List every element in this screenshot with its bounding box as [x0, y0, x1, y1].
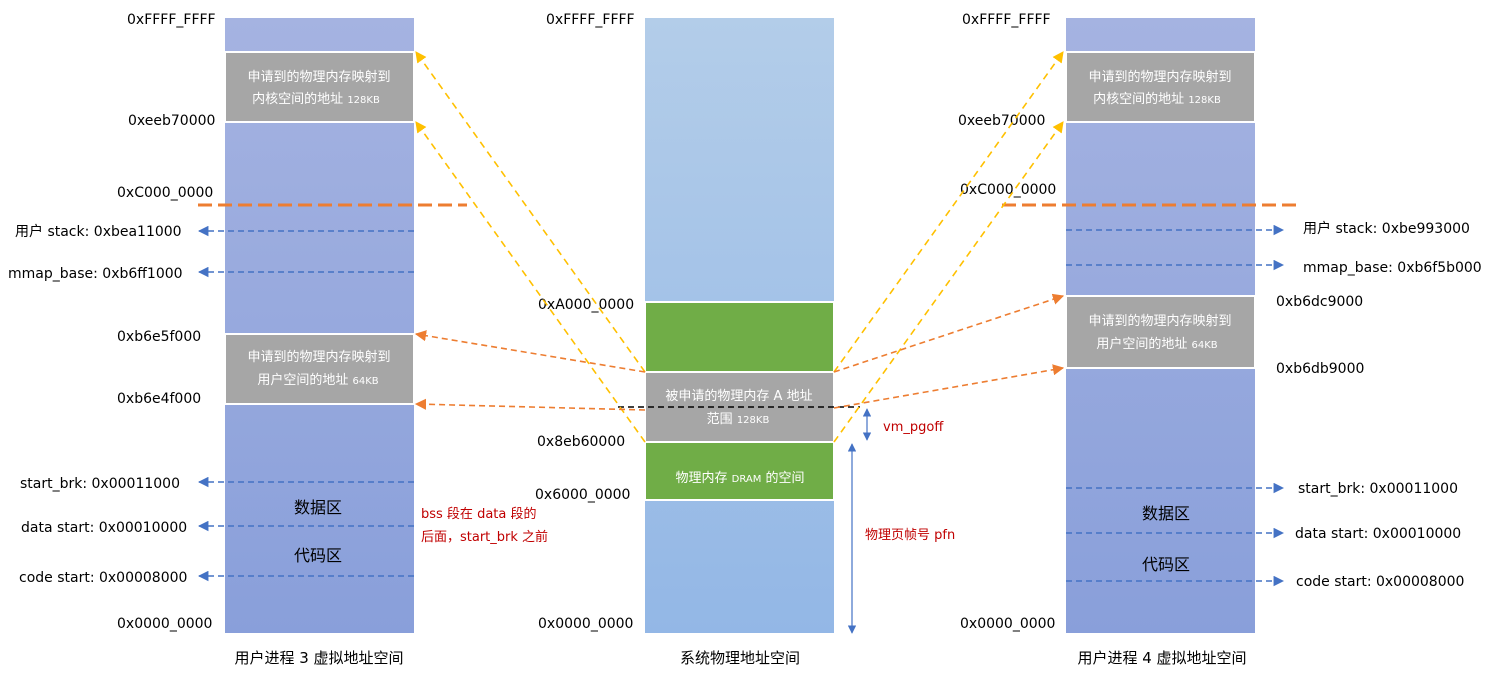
gold-arrow-left-bottom: [415, 121, 646, 443]
left-bss-note-line2: 后面，start_brk 之前: [421, 529, 548, 545]
middle-addr-6000: 0x6000_0000: [535, 487, 630, 503]
left-addr-4f: 0xb6e4f000: [117, 391, 201, 407]
middle-addr-a000: 0xA000_0000: [538, 297, 634, 313]
right-start-brk-label: start_brk: 0x00011000: [1298, 481, 1458, 497]
right-stack-label: 用户 stack: 0xbe993000: [1303, 220, 1470, 237]
pfn-label: 物理页帧号 pfn: [865, 528, 955, 543]
right-kernel-map-box: [1065, 51, 1256, 123]
orange-arrow-right-top: [833, 293, 1065, 373]
left-addr-eeb: 0xeeb70000: [128, 113, 215, 129]
left-mmap-base-label: mmap_base: 0xb6ff1000: [8, 266, 183, 282]
right-addr-c000: 0xC000_0000: [960, 182, 1056, 198]
right-caption: 用户进程 4 虚拟地址空间: [1077, 649, 1246, 667]
left-addr-5f: 0xb6e5f000: [117, 329, 201, 345]
orange-arrow-left-top: [414, 330, 646, 373]
gold-arrow-right-top: [833, 51, 1064, 373]
left-caption: 用户进程 3 虚拟地址空间: [234, 649, 403, 667]
right-kernel-map-line2: 内核空间的地址 128KB: [1093, 91, 1221, 107]
left-data-start-label: data start: 0x00010000: [21, 520, 187, 536]
physical-space: 被申请的物理内存 A 地址 范围 128KB 物理内存 DRAM 的空间 0xF…: [535, 12, 955, 667]
left-user-map-line1: 申请到的物理内存映射到: [247, 349, 390, 365]
right-addr-eeb: 0xeeb70000: [958, 113, 1045, 129]
middle-region-a-line1: 被申请的物理内存 A 地址: [665, 388, 812, 404]
left-kernel-map-box: [224, 51, 415, 123]
middle-addr-zero: 0x0000_0000: [538, 616, 633, 632]
left-code-region: 代码区: [294, 546, 342, 565]
right-code-start-label: code start: 0x00008000: [1296, 574, 1464, 590]
left-addr-top: 0xFFFF_FFFF: [127, 12, 216, 28]
right-addr-top: 0xFFFF_FFFF: [962, 12, 1051, 28]
orange-arrow-right-bottom: [833, 364, 1065, 409]
right-addr-db9: 0xb6db9000: [1276, 361, 1364, 377]
middle-region-a-line2: 范围 128KB: [707, 412, 770, 427]
left-user-map-box: [224, 333, 415, 405]
left-kernel-map-line1: 申请到的物理内存映射到: [247, 69, 390, 85]
middle-dram-box: [644, 441, 835, 501]
middle-addr-top: 0xFFFF_FFFF: [546, 12, 635, 28]
right-kernel-map-line1: 申请到的物理内存映射到: [1088, 69, 1231, 85]
left-start-brk-label: start_brk: 0x00011000: [20, 476, 180, 492]
right-user-map-line1: 申请到的物理内存映射到: [1088, 313, 1231, 329]
orange-arrow-left-bottom: [414, 398, 646, 411]
middle-caption: 系统物理地址空间: [680, 649, 800, 667]
left-addr-c000: 0xC000_0000: [117, 185, 213, 201]
right-virtual-space: 申请到的物理内存映射到 内核空间的地址 128KB 申请到的物理内存映射到 用户…: [958, 12, 1482, 667]
left-data-region: 数据区: [294, 498, 342, 517]
left-stack-label: 用户 stack: 0xbea11000: [15, 223, 182, 240]
gold-arrow-right-bottom: [833, 121, 1064, 443]
right-data-start-label: data start: 0x00010000: [1295, 526, 1461, 542]
left-virtual-space: 申请到的物理内存映射到 内核空间的地址 128KB 申请到的物理内存映射到 用户…: [8, 12, 548, 667]
vm-pgoff-label: vm_pgoff: [883, 420, 944, 435]
middle-addr-8eb: 0x8eb60000: [537, 434, 625, 450]
middle-dram-label: 物理内存 DRAM 的空间: [675, 470, 804, 486]
left-user-map-line2: 用户空间的地址 64KB: [257, 372, 378, 388]
right-user-map-box: [1065, 295, 1256, 369]
right-addr-zero: 0x0000_0000: [960, 616, 1055, 632]
gold-arrow-left-top: [415, 51, 646, 373]
left-code-start-label: code start: 0x00008000: [19, 570, 187, 586]
right-mmap-base-label: mmap_base: 0xb6f5b000: [1303, 260, 1482, 276]
right-code-region: 代码区: [1142, 555, 1190, 574]
left-addr-zero: 0x0000_0000: [117, 616, 212, 632]
middle-green-upper: [644, 301, 835, 373]
right-data-region: 数据区: [1142, 504, 1190, 523]
left-kernel-map-line2: 内核空间的地址 128KB: [252, 91, 380, 107]
right-user-map-line2: 用户空间的地址 64KB: [1096, 336, 1217, 352]
mapping-arrows: [414, 51, 1065, 443]
right-addr-dc9: 0xb6dc9000: [1276, 294, 1363, 310]
left-bss-note-line1: bss 段在 data 段的: [421, 506, 536, 522]
